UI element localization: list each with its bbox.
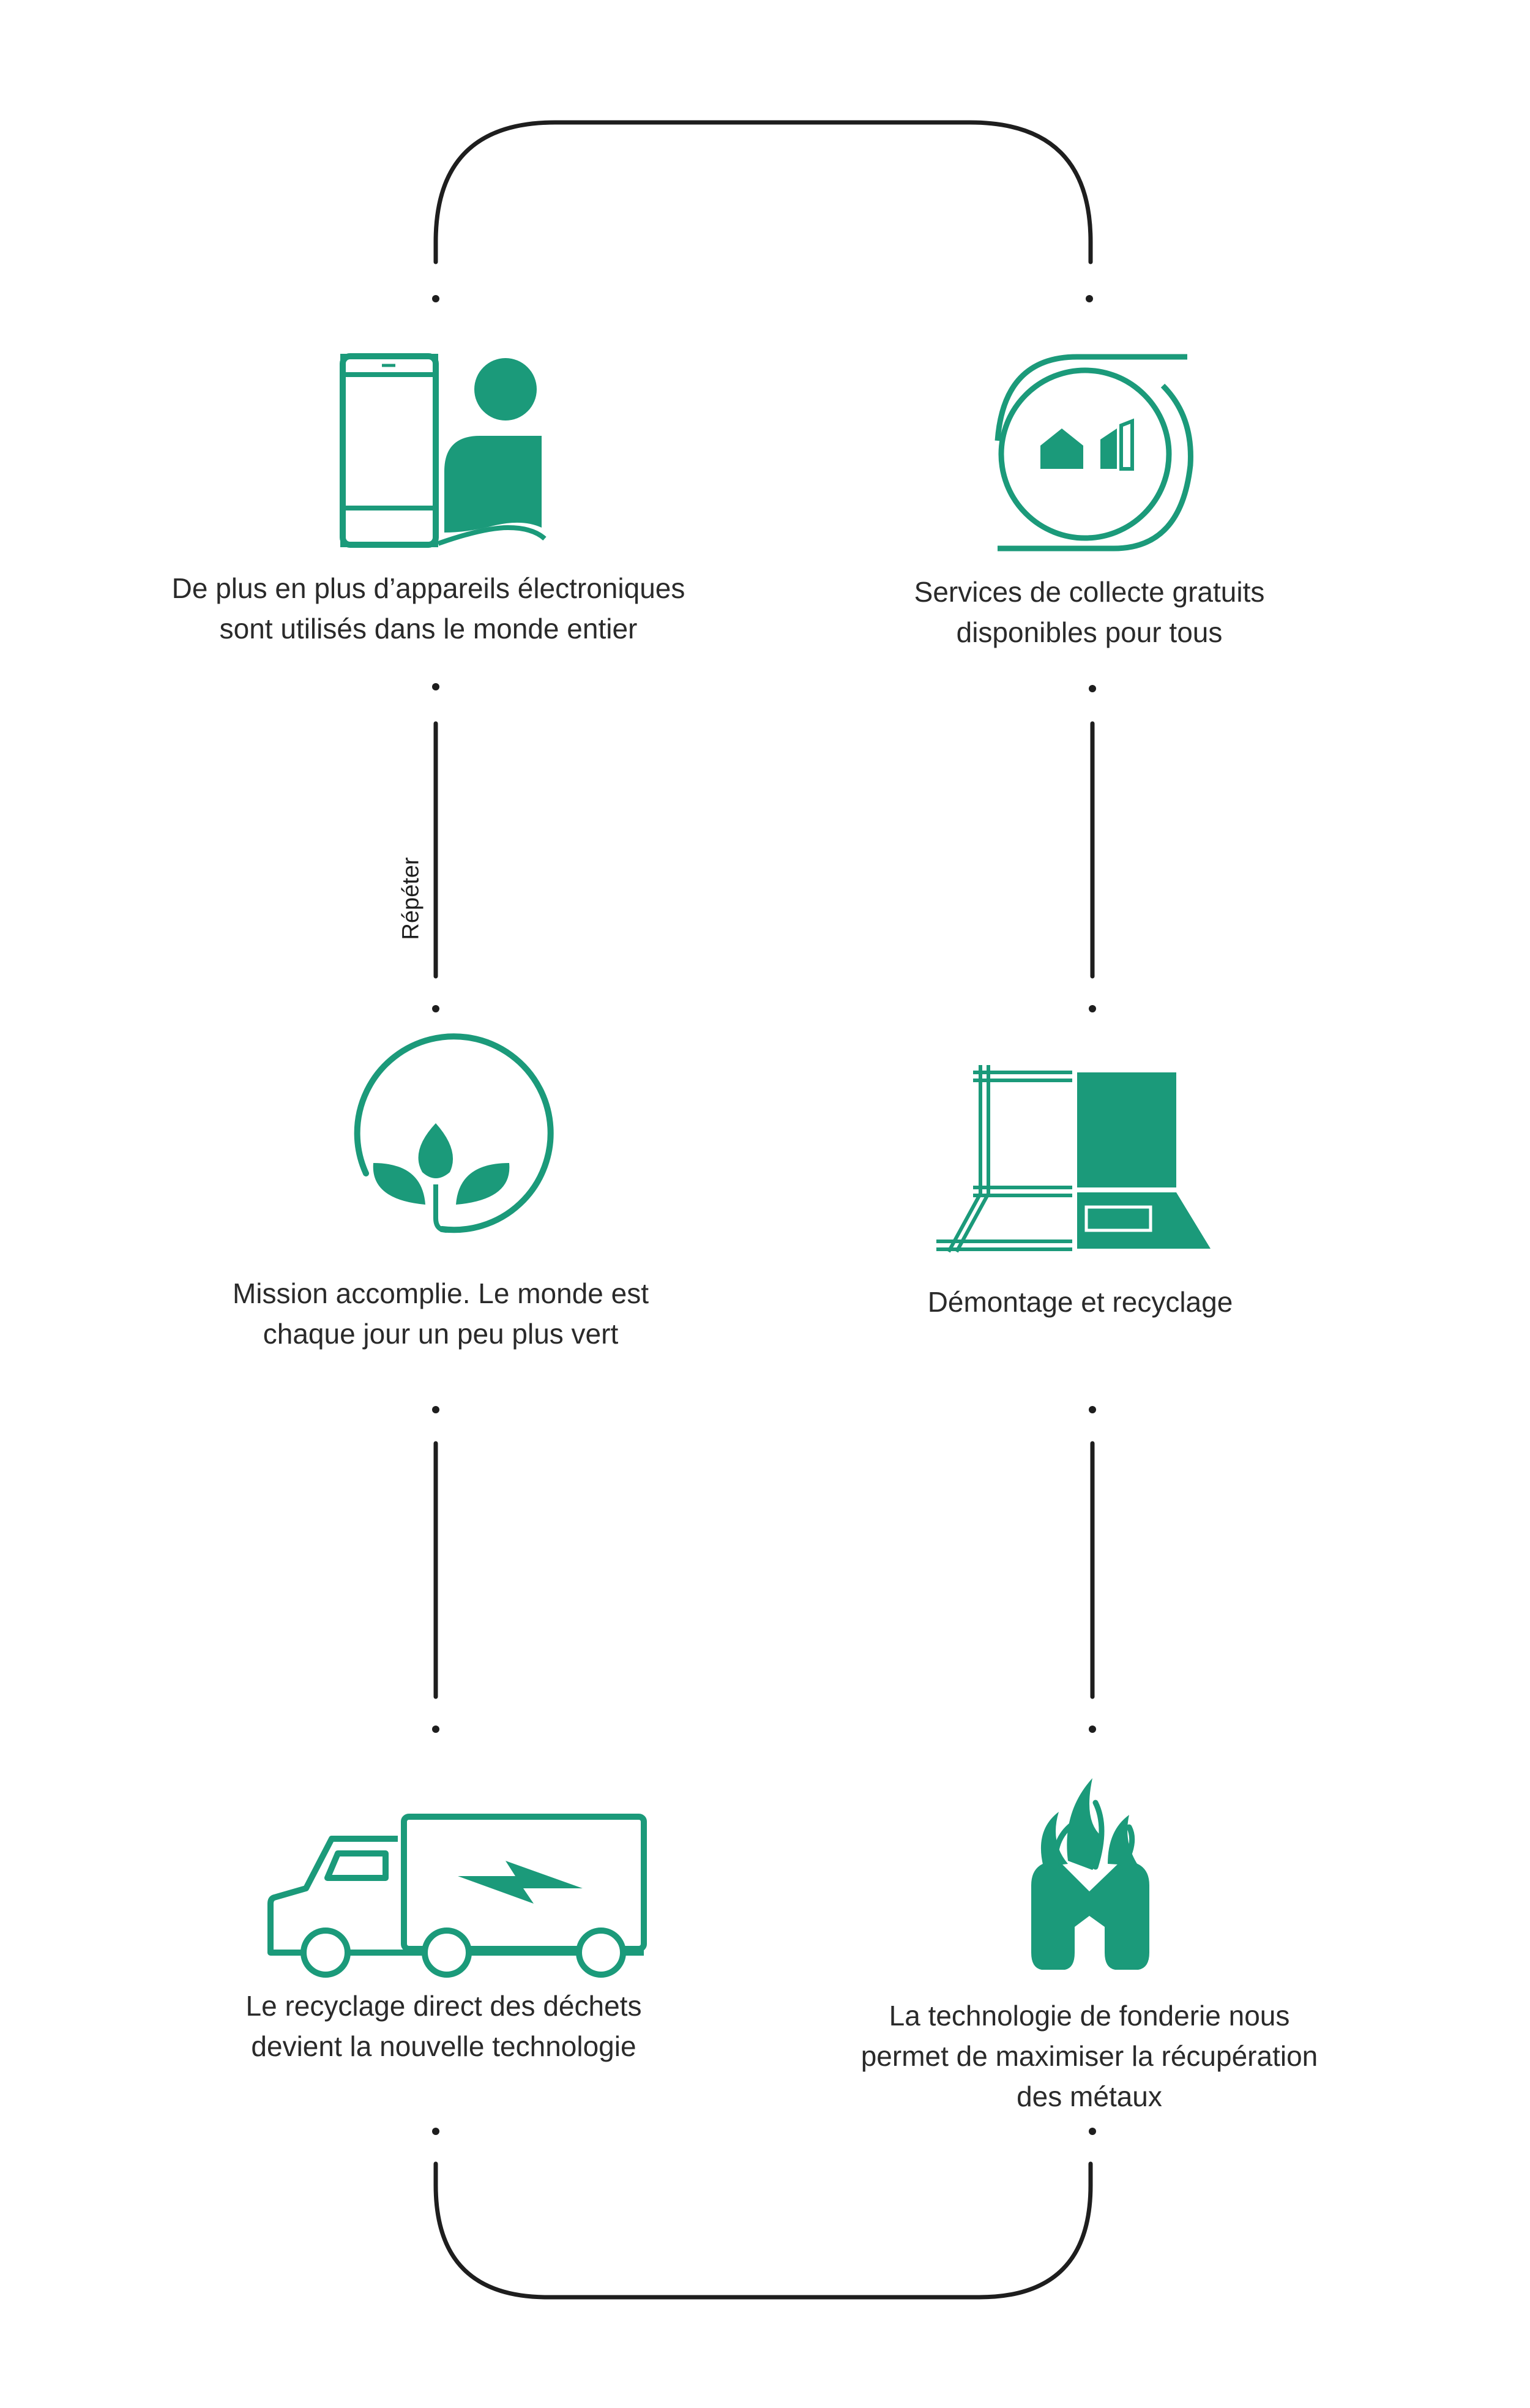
phone-person-icon [340,353,547,548]
step-direct-recycling-text: Le recyclage direct des déchets devient … [245,1990,642,2062]
step-dismantle-text: Démontage et recyclage [927,1286,1233,1318]
repeat-label: Répéter [398,857,424,940]
houses-circle-icon [994,354,1193,552]
leaf-circle-icon [354,1033,554,1233]
step-collection-text: Services de collecte gratuits disponible… [914,576,1265,648]
smelting-fire-icon [1031,1778,1149,1970]
electric-truck-icon [267,1814,647,1978]
connector-dots [432,295,1096,2135]
step-smelting-text: La technologie de fonderie nous permet d… [860,2000,1318,2112]
bottom-arc-connector [433,2161,1093,2300]
step-devices-text: De plus en plus d’appareils électronique… [171,572,685,645]
laptop-disassembly-icon [936,1065,1211,1253]
step-mission-text: Mission accomplie. Le monde est chaque j… [232,1277,649,1350]
top-arc-connector [433,120,1093,264]
cycle-connectors [433,120,1095,2300]
